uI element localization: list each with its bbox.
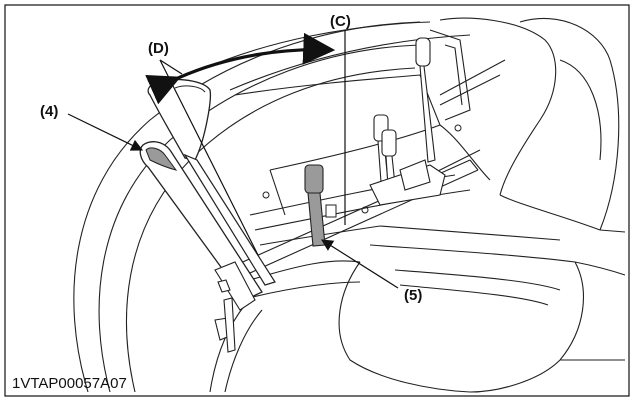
movement-double-arrow — [145, 32, 336, 105]
guide-plate — [224, 59, 506, 283]
fender-outline — [73, 21, 471, 393]
callout-4: (4) — [40, 103, 58, 120]
figure-frame — [4, 4, 630, 397]
callout-d: (D) — [148, 40, 169, 57]
right-levers — [369, 37, 446, 206]
callout-c: (C) — [330, 13, 351, 30]
callout-5: (5) — [404, 287, 422, 304]
leader-lines — [67, 30, 399, 289]
tractor-body — [209, 17, 626, 393]
lever-base — [214, 261, 256, 353]
mount-holes — [262, 124, 462, 214]
figure-code: 1VTAP00057A07 — [12, 375, 127, 392]
